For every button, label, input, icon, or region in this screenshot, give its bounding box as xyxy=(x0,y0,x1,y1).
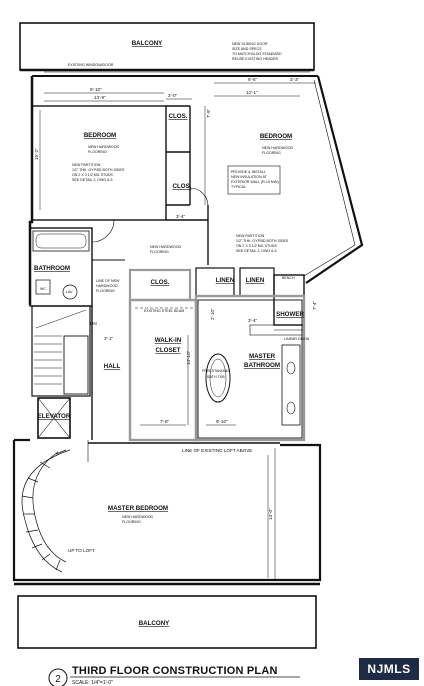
label-linen-2: LINEN xyxy=(246,277,265,284)
note-sliding-door-1: NEW SLIDING DOOR xyxy=(232,42,268,46)
label-walkin-1: WALK-IN xyxy=(155,337,182,344)
note-bedroom-left-1: NEW HARDWOOD xyxy=(88,145,120,149)
note-partition-right-3: ON 2 X 3 1/2 MIL STUDS xyxy=(236,244,277,248)
label-balcony-top: BALCONY xyxy=(132,40,163,47)
label-master-bath-2: BATHROOM xyxy=(244,362,280,369)
label-master-bath-1: MASTER xyxy=(249,353,276,360)
label-bathroom: BATHROOM xyxy=(34,265,70,272)
note-sliding-door-4: REUSE EXISTING HEADER xyxy=(232,57,279,61)
label-walkin-2: CLOSET xyxy=(155,347,180,354)
label-wc: WC xyxy=(40,287,46,291)
label-bedroom-left: BEDROOM xyxy=(84,132,116,139)
note-hall-flooring-2: FLOORING xyxy=(150,250,169,254)
dim-7-9: 7'-9" xyxy=(206,108,211,118)
note-partition-left-4: SEE DETAIL 2, DWG A-5 xyxy=(72,178,113,182)
dim-3-1: 3'-1" xyxy=(104,336,114,341)
label-clos-2: CLOS. xyxy=(173,183,192,190)
elevator-shaft xyxy=(37,397,71,439)
label-shower: SHOWER xyxy=(276,311,304,318)
door-swing xyxy=(91,219,115,243)
note-partition-left-2: 1/2" THK. GYP.BD BOTH SIDES xyxy=(72,168,125,172)
master-bath-walls xyxy=(194,294,306,442)
label-elevator: ELEVATOR xyxy=(38,413,71,420)
dim-6-6: 6'-6" xyxy=(248,77,258,82)
dim-2-10: 2'-10" xyxy=(210,308,215,320)
dim-15-2: 15'-2" xyxy=(34,148,39,160)
label-linen-1: LINEN xyxy=(216,277,235,284)
label-lav: LAV xyxy=(66,290,73,294)
note-partition-right-4: SEE DETAIL 2, DWG A-5 xyxy=(236,249,277,253)
dim-14-10: 14'-10" xyxy=(186,350,191,365)
label-balcony-bottom: BALCONY xyxy=(139,620,170,627)
dim-3-3: 3'-3" xyxy=(290,77,300,82)
dim-9-10: 9'-10" xyxy=(90,87,102,92)
note-sliding-door-2: SIZE AND SPECS xyxy=(232,47,262,51)
njmls-logo: NJMLS xyxy=(359,658,419,680)
master-bedroom-walls xyxy=(12,440,322,582)
note-linear-drain: LINEAR DRAIN xyxy=(284,337,310,341)
label-bedroom-right: BEDROOM xyxy=(260,133,292,140)
label-bench: BENCH xyxy=(282,276,295,280)
freestanding-tub xyxy=(205,353,231,403)
title-scale: SCALE: 1/4"=1'-0" xyxy=(72,680,113,686)
note-master-flooring-2: FLOORING xyxy=(122,520,141,524)
lav-fixture xyxy=(62,284,78,300)
tub xyxy=(32,230,90,252)
spiral-stair xyxy=(21,449,71,573)
dim-3-4b: 3'-4" xyxy=(248,318,258,323)
note-insulation-4: TYPICAL xyxy=(231,185,246,189)
note-up-to-loft: UP TO LOFT xyxy=(68,548,95,553)
note-insulation-3: EXTERIOR WALL (R-19 MIN) xyxy=(231,180,279,184)
dim-12-1: 12'-1" xyxy=(246,90,258,95)
note-partition-right-1: NEW PARTITION xyxy=(236,234,265,238)
label-tub-1: FREESTANDING xyxy=(202,369,230,373)
title-number-circle xyxy=(48,668,68,686)
dim-14-0: 14'-0" xyxy=(268,508,273,520)
note-hall-flooring-1: NEW HARDWOOD xyxy=(150,245,182,249)
note-line-new-3: FLOORING xyxy=(96,289,115,293)
note-dn: DN xyxy=(90,321,97,326)
vanity xyxy=(281,344,301,426)
label-hall: HALL xyxy=(104,363,121,370)
note-bedroom-right-1: NEW HARDWOOD xyxy=(262,146,294,150)
note-line-new-1: LINE OF NEW xyxy=(96,279,120,283)
note-bedroom-right-2: FLOORING xyxy=(262,151,281,155)
note-line-new-2: HARDWOOD xyxy=(96,284,118,288)
label-master-bedroom: MASTER BEDROOM xyxy=(108,505,168,512)
label-tub-2: BATH TUB xyxy=(207,375,225,379)
dim-7-8: 7'-8" xyxy=(160,419,170,424)
label-clos-1: CLOS. xyxy=(169,113,188,120)
dim-7-4: 7'-4" xyxy=(312,300,317,310)
label-clos-3: CLOS. xyxy=(151,279,170,286)
dim-2-0: 2'-0" xyxy=(168,93,178,98)
note-existing-window: EXISTING WINDOW/DOOR xyxy=(68,63,114,67)
note-loft-line: LINE OF EXISTING LOFT ABOVE xyxy=(182,448,252,453)
balcony-bottom-outline xyxy=(17,595,317,649)
title-number: 2 xyxy=(55,674,61,685)
wc-fixture xyxy=(35,279,51,295)
note-master-flooring-1: NEW HARDWOOD xyxy=(122,515,154,519)
bedroom-left-walls xyxy=(31,105,167,221)
note-partition-left-3: ON 2 X 3 1/2 MIL STUDS xyxy=(72,173,113,177)
note-partition-right-2: 1/2" THK. GYP.BD BOTH SIDES xyxy=(236,239,289,243)
title-text: THIRD FLOOR CONSTRUCTION PLAN xyxy=(72,665,278,677)
stair-upper xyxy=(31,305,91,397)
note-bedroom-left-2: FLOORING xyxy=(88,150,107,154)
note-steel-beam: EXISTING STEEL BEAM xyxy=(144,309,184,313)
dim-13-9: 13'-9" xyxy=(94,95,106,100)
dim-3-4: 3'-4" xyxy=(176,214,186,219)
dim-9-10b: 9'-10" xyxy=(216,419,228,424)
balcony-top-outline xyxy=(19,22,315,71)
note-insulation-2: NEW INSULATION AT xyxy=(231,175,268,179)
note-sliding-door-3: TO MATCH BLDG STANDARD xyxy=(232,52,282,56)
note-partition-left-1: NEW PARTITION xyxy=(72,163,101,167)
outer-wall-right-angled xyxy=(305,75,364,284)
note-insulation-1: PROVIDE & INSTALL xyxy=(231,170,266,174)
